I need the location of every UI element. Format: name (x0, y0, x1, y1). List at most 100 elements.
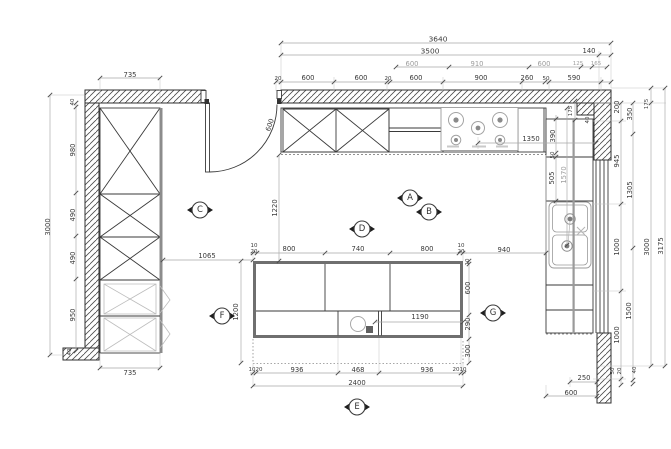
dim-label: 10 (460, 367, 467, 373)
dim-label: 20 (458, 249, 465, 255)
section-marker-c: C (187, 201, 213, 219)
dim-tick (250, 383, 256, 389)
burner-icon (448, 112, 464, 128)
section-marker-a: A (397, 189, 423, 207)
dim-label: 20 (453, 367, 460, 373)
tall-cabinet-left (99, 107, 171, 354)
marker-circle (484, 304, 502, 322)
dim-tick (608, 40, 614, 46)
marker-letter: D (359, 224, 366, 234)
dim-tick (460, 383, 466, 389)
dim-tick (440, 79, 446, 85)
dim-tick (546, 79, 552, 85)
dim-label: 300 (464, 345, 472, 358)
faucet-link (567, 220, 571, 245)
dim-tick (553, 198, 559, 204)
dim-label: 490 (69, 252, 77, 265)
shelf-lines (389, 127, 443, 132)
dim-label: 468 (352, 366, 365, 374)
dim-tick (250, 370, 256, 376)
dim-label: 200 (613, 101, 621, 114)
section-marker-f: F (209, 307, 235, 325)
dim-tick (322, 250, 328, 256)
dim-label: 735 (124, 71, 137, 79)
cabinet-x-marks (99, 107, 161, 281)
cabinet-shelf-lines (100, 193, 160, 281)
dim-tick (278, 40, 284, 46)
marker-letter: B (426, 207, 432, 217)
dim-tick (460, 250, 466, 256)
dim-tick (466, 258, 472, 264)
dim-label: 20 (256, 367, 263, 373)
section-marker-g: G (480, 304, 506, 322)
dim-label: 1065 (198, 252, 215, 260)
dim-label: 936 (291, 366, 304, 374)
dim-label: 20 (617, 367, 623, 374)
dim-tick (47, 352, 53, 358)
dim-label: 1305 (626, 181, 634, 198)
door-jamb-left-block (204, 99, 209, 104)
dim-tick (648, 100, 654, 106)
right-wall-upper (593, 102, 612, 161)
door-swing-marks (159, 285, 171, 349)
dim-label: 910 (471, 60, 484, 68)
dim-label: 490 (69, 209, 77, 222)
right-wall-lower (596, 332, 612, 404)
sink-bowl-bottom (552, 234, 588, 266)
dimension-ticks (47, 40, 668, 399)
burner-dot (453, 117, 459, 123)
dim-tick (250, 257, 256, 263)
dim-tick (458, 370, 464, 376)
dim-label: 800 (283, 245, 296, 253)
dim-tick (618, 201, 624, 207)
base-cabinet-light-x (103, 283, 157, 352)
dim-label: 3640 (429, 35, 448, 44)
dim-label: 290 (464, 318, 472, 331)
dim-tick (648, 363, 654, 369)
dim-tick (553, 116, 559, 122)
dim-tick (618, 288, 624, 294)
dim-tick (387, 250, 393, 256)
dim-label: 940 (498, 246, 511, 254)
dim-tick (542, 79, 548, 85)
top-cabinet-run (280, 107, 547, 155)
dim-label: 165 (591, 61, 602, 67)
right-counter-edge (572, 119, 575, 333)
door-jamb-left (200, 90, 207, 103)
burner-icon (450, 134, 462, 146)
dim-label: 40 (70, 98, 76, 105)
sink-bowl-top (552, 204, 588, 233)
dim-tick (543, 250, 549, 256)
dim-tick (589, 64, 595, 70)
dim-label: 10 (465, 258, 471, 265)
marker-circle (353, 220, 371, 238)
dim-tick (572, 117, 578, 123)
dim-tick (598, 79, 604, 85)
marker-letter: A (407, 193, 413, 203)
dim-label: 505 (548, 172, 556, 185)
dim-tick (376, 370, 382, 376)
cooktop-control-strip (447, 145, 459, 148)
dim-tick (278, 52, 284, 58)
dim-tick (157, 75, 163, 81)
dim-tick (73, 276, 79, 282)
left-wall (84, 102, 100, 349)
burner-icon (492, 112, 508, 128)
marker-circle (401, 189, 419, 207)
dim-tick (278, 79, 284, 85)
island-hob-circle (350, 316, 366, 332)
dim-label: 20 (251, 249, 258, 255)
marker-letter: F (220, 311, 225, 321)
dim-label: 250 (578, 374, 591, 382)
right-wall-notch (576, 102, 595, 116)
dim-label: 1000 (613, 326, 621, 343)
dim-label: 2400 (348, 379, 365, 387)
dim-label: 350 (626, 108, 634, 121)
island (252, 261, 464, 364)
dim-tick (630, 131, 636, 137)
faucet-dot (567, 216, 573, 222)
dim-label: 50 (550, 151, 556, 158)
dim-label: 3500 (421, 47, 440, 56)
